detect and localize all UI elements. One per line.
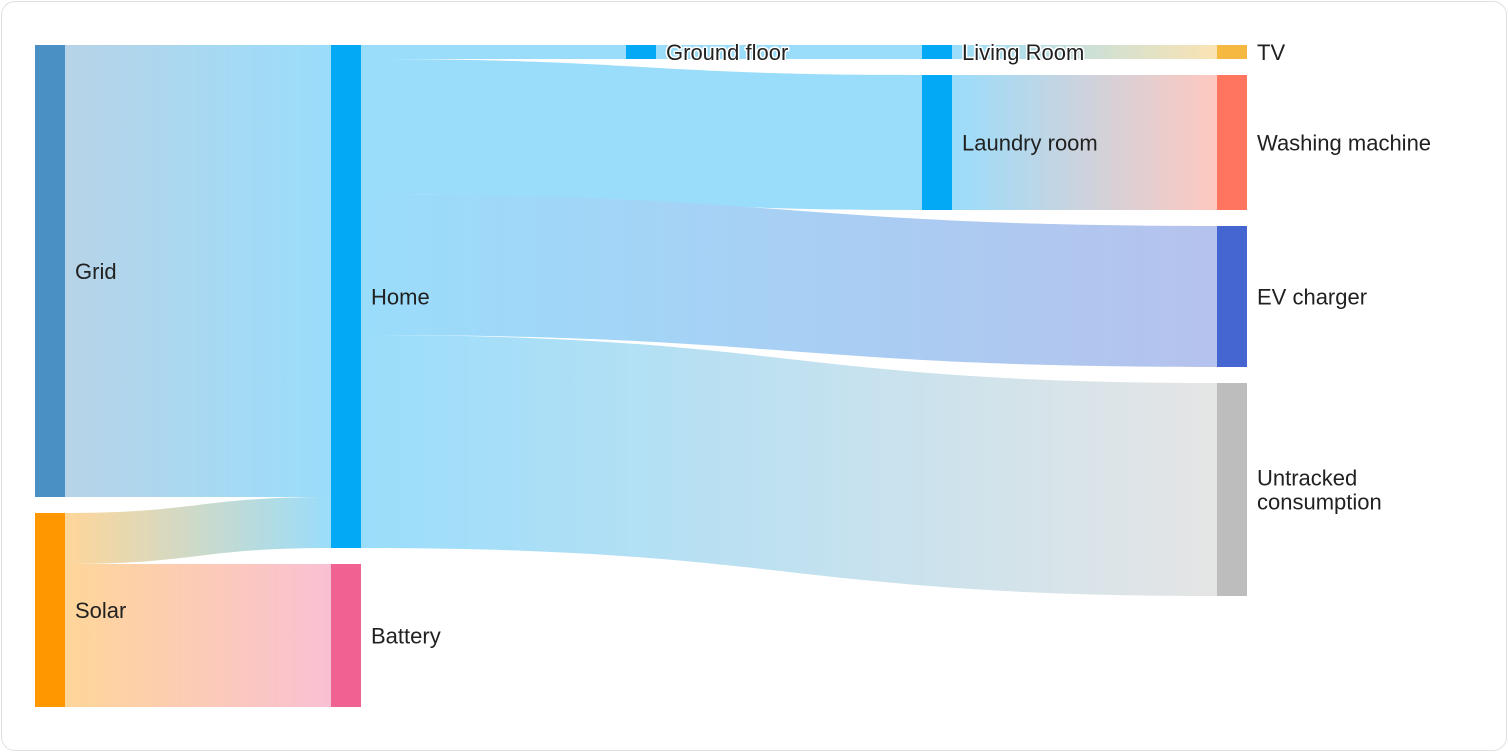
label-ev: EV charger [1257, 285, 1367, 310]
node-laundry[interactable] [922, 75, 952, 210]
link-ground-to-living[interactable] [656, 45, 922, 59]
label-battery: Battery [371, 624, 441, 649]
node-living[interactable] [922, 45, 952, 59]
link-home-to-untracked[interactable] [361, 335, 1217, 596]
node-solar[interactable] [35, 513, 65, 707]
node-tv[interactable] [1217, 45, 1247, 59]
label-laundry: Laundry room [962, 131, 1098, 156]
link-home-to-ground[interactable] [361, 45, 626, 59]
link-solar-to-home[interactable] [65, 497, 331, 564]
label-solar: Solar [75, 598, 126, 623]
link-home-to-laundry[interactable] [361, 59, 922, 210]
node-battery[interactable] [331, 564, 361, 707]
node-ground[interactable] [626, 45, 656, 59]
node-grid[interactable] [35, 45, 65, 497]
label-grid: Grid [75, 259, 117, 284]
label-home: Home [371, 285, 430, 310]
node-ev[interactable] [1217, 226, 1247, 367]
link-laundry-to-washer[interactable] [952, 75, 1217, 210]
node-home[interactable] [331, 45, 361, 548]
label-tv: TV [1257, 40, 1285, 65]
node-untracked[interactable] [1217, 383, 1247, 596]
link-living-to-tv[interactable] [952, 45, 1217, 59]
link-home-to-ev[interactable] [361, 194, 1217, 367]
label-washer: Washing machine [1257, 131, 1431, 156]
links-layer [65, 45, 1217, 707]
link-solar-to-battery[interactable] [65, 564, 331, 707]
label-living: Living Room [962, 40, 1084, 65]
label-ground: Ground floor [666, 40, 788, 65]
link-grid-to-home[interactable] [65, 45, 331, 497]
nodes-layer [35, 45, 1247, 707]
node-washer[interactable] [1217, 75, 1247, 210]
